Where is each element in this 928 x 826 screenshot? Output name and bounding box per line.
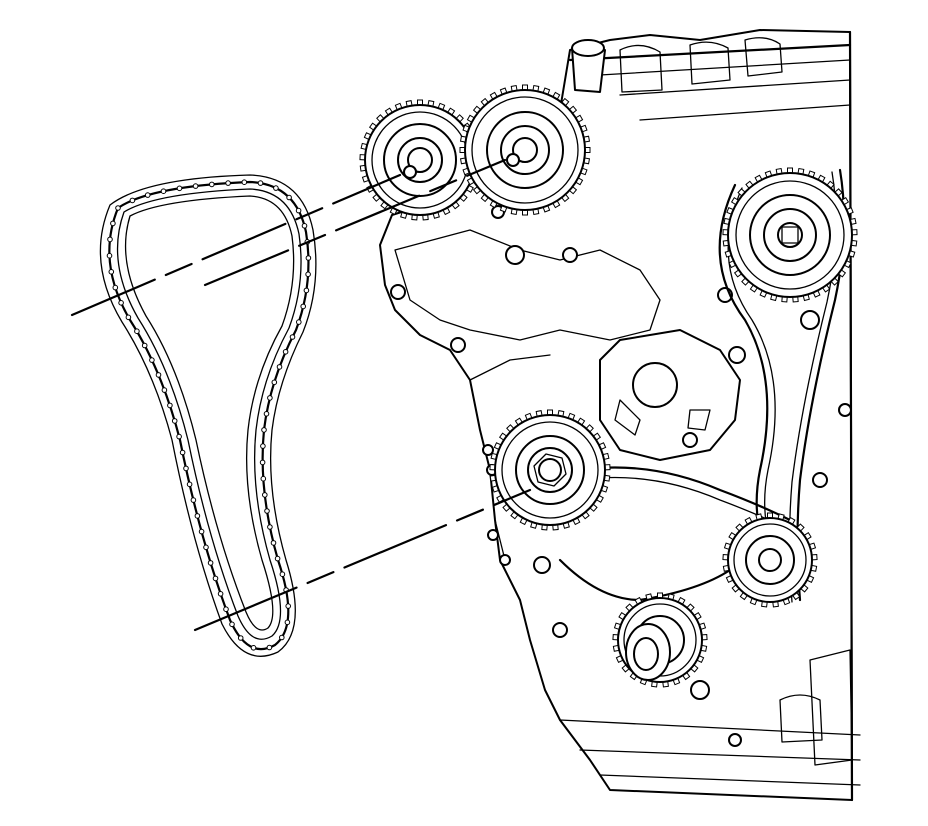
timing-chain-icon [99,174,317,657]
chain-link [106,252,113,259]
chain-link [144,192,151,198]
leader-line-intake [70,173,402,317]
chain-link [108,269,115,275]
chain-link [194,513,201,519]
chain-link [192,183,199,189]
chain-link [305,271,311,278]
right-lower-sprocket-icon [722,512,818,608]
chain-link [241,179,248,185]
chain-link [134,328,140,335]
chain-link [212,575,219,582]
chain-link [257,180,264,186]
chain-link [141,342,148,349]
chain-link [282,349,289,355]
chain-link [129,197,136,204]
chain-link [183,465,189,472]
exhaust-camshaft-sprocket-icon [459,84,591,216]
chain-link [167,402,173,409]
chain-link [270,540,277,546]
chain-link [289,334,296,340]
chain-link [250,645,257,651]
right-bank-camshaft-sprocket-icon [722,167,858,303]
chain-link [179,449,186,456]
leader-line-exhaust [203,158,507,287]
chain-link [217,591,224,597]
chain-link [160,188,167,194]
chain-link [264,508,270,514]
chain-link [259,459,266,466]
chain-link [260,443,266,449]
chain-link [263,411,270,417]
chain-link [229,621,235,628]
chain-link [161,387,168,393]
chain-link [274,555,281,562]
leader-line-crank [193,488,532,632]
chain-link [303,287,310,294]
chain-link [279,634,285,641]
chain-link [110,220,116,227]
crankshaft-drive-sprocket-icon [489,409,611,531]
chain-link [276,364,283,370]
chain-link [190,497,197,503]
chain-link [286,194,292,201]
chain-link [176,433,182,440]
chain-link [295,207,302,214]
chain-link [267,524,273,530]
chain-link [107,236,113,243]
chain-link [203,544,209,551]
chain-link [209,181,215,188]
chain-link [118,300,124,306]
chain-link [149,357,155,363]
chain-link [155,372,162,378]
chain-link [198,528,205,535]
chain-link [266,644,273,651]
chain-link [225,180,231,186]
chain-link [115,205,121,211]
crankshaft-sprocket-icon [612,592,708,688]
chain-link [112,284,119,291]
chain-link [223,606,229,613]
chain-link [176,185,183,192]
chain-link [261,427,267,433]
intake-camshaft-sprocket-icon [359,99,481,221]
chain-links [106,179,312,651]
chain-link [262,492,268,498]
chain-link [285,603,292,609]
chain-link [301,223,308,229]
chain-link [305,255,312,261]
chain-link [207,560,214,566]
chain-link [125,314,132,321]
chain-link [279,571,286,578]
chain-link [300,303,307,310]
chain-link [186,481,193,488]
chain-link [271,379,278,386]
leader-lines [70,158,532,632]
chain-link [260,475,267,482]
chain-link [284,619,291,626]
chain-link [296,319,302,325]
chain-link [237,635,244,641]
chain-link [171,418,178,424]
chain-link [267,395,273,401]
chain-link [273,185,279,191]
